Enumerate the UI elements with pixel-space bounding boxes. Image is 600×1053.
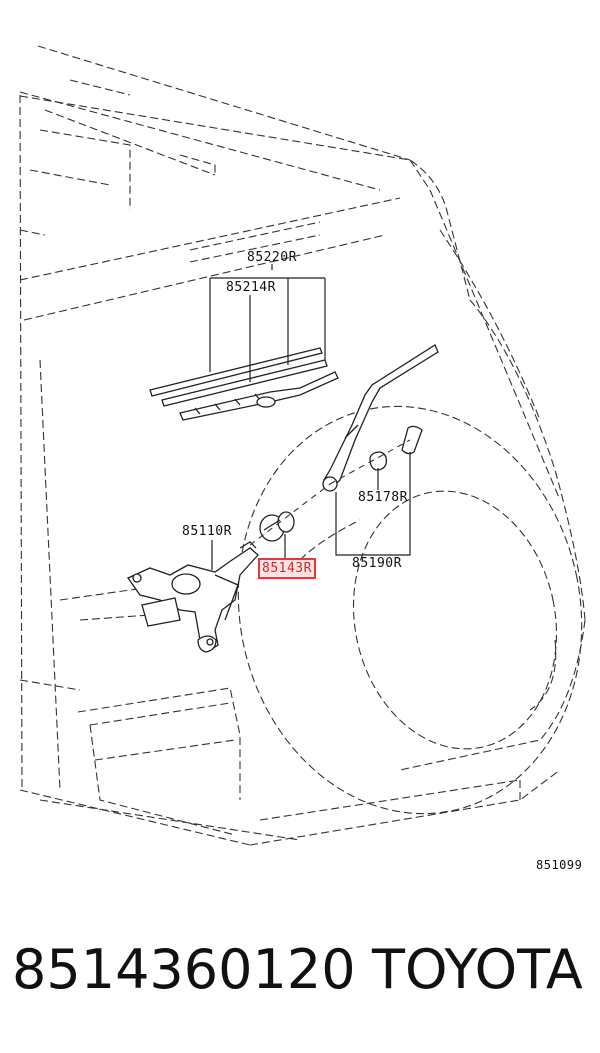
arm-cap-parts (369, 425, 423, 471)
part-label-85220r[interactable]: 85220R (247, 250, 297, 265)
part-label-85143r-highlighted[interactable]: 85143R (258, 558, 316, 579)
brand-name: TOYOTA (372, 938, 583, 1001)
wiper-motor (127, 541, 259, 653)
vehicle-body-outline (19, 45, 586, 846)
assembly-axis-lines (249, 439, 411, 546)
part-label-85178r[interactable]: 85178R (358, 490, 408, 505)
leader-lines (209, 264, 411, 570)
part-number: 8514360120 (12, 938, 356, 1001)
part-label-85214r[interactable]: 85214R (226, 280, 276, 295)
part-label-85110r[interactable]: 85110R (182, 524, 232, 539)
part-label-85190r[interactable]: 85190R (352, 556, 402, 571)
spare-tire-outline (237, 405, 583, 815)
grommet-part (259, 511, 295, 542)
figure-code: 851099 (536, 858, 583, 872)
wiper-blade-assembly (149, 347, 339, 421)
